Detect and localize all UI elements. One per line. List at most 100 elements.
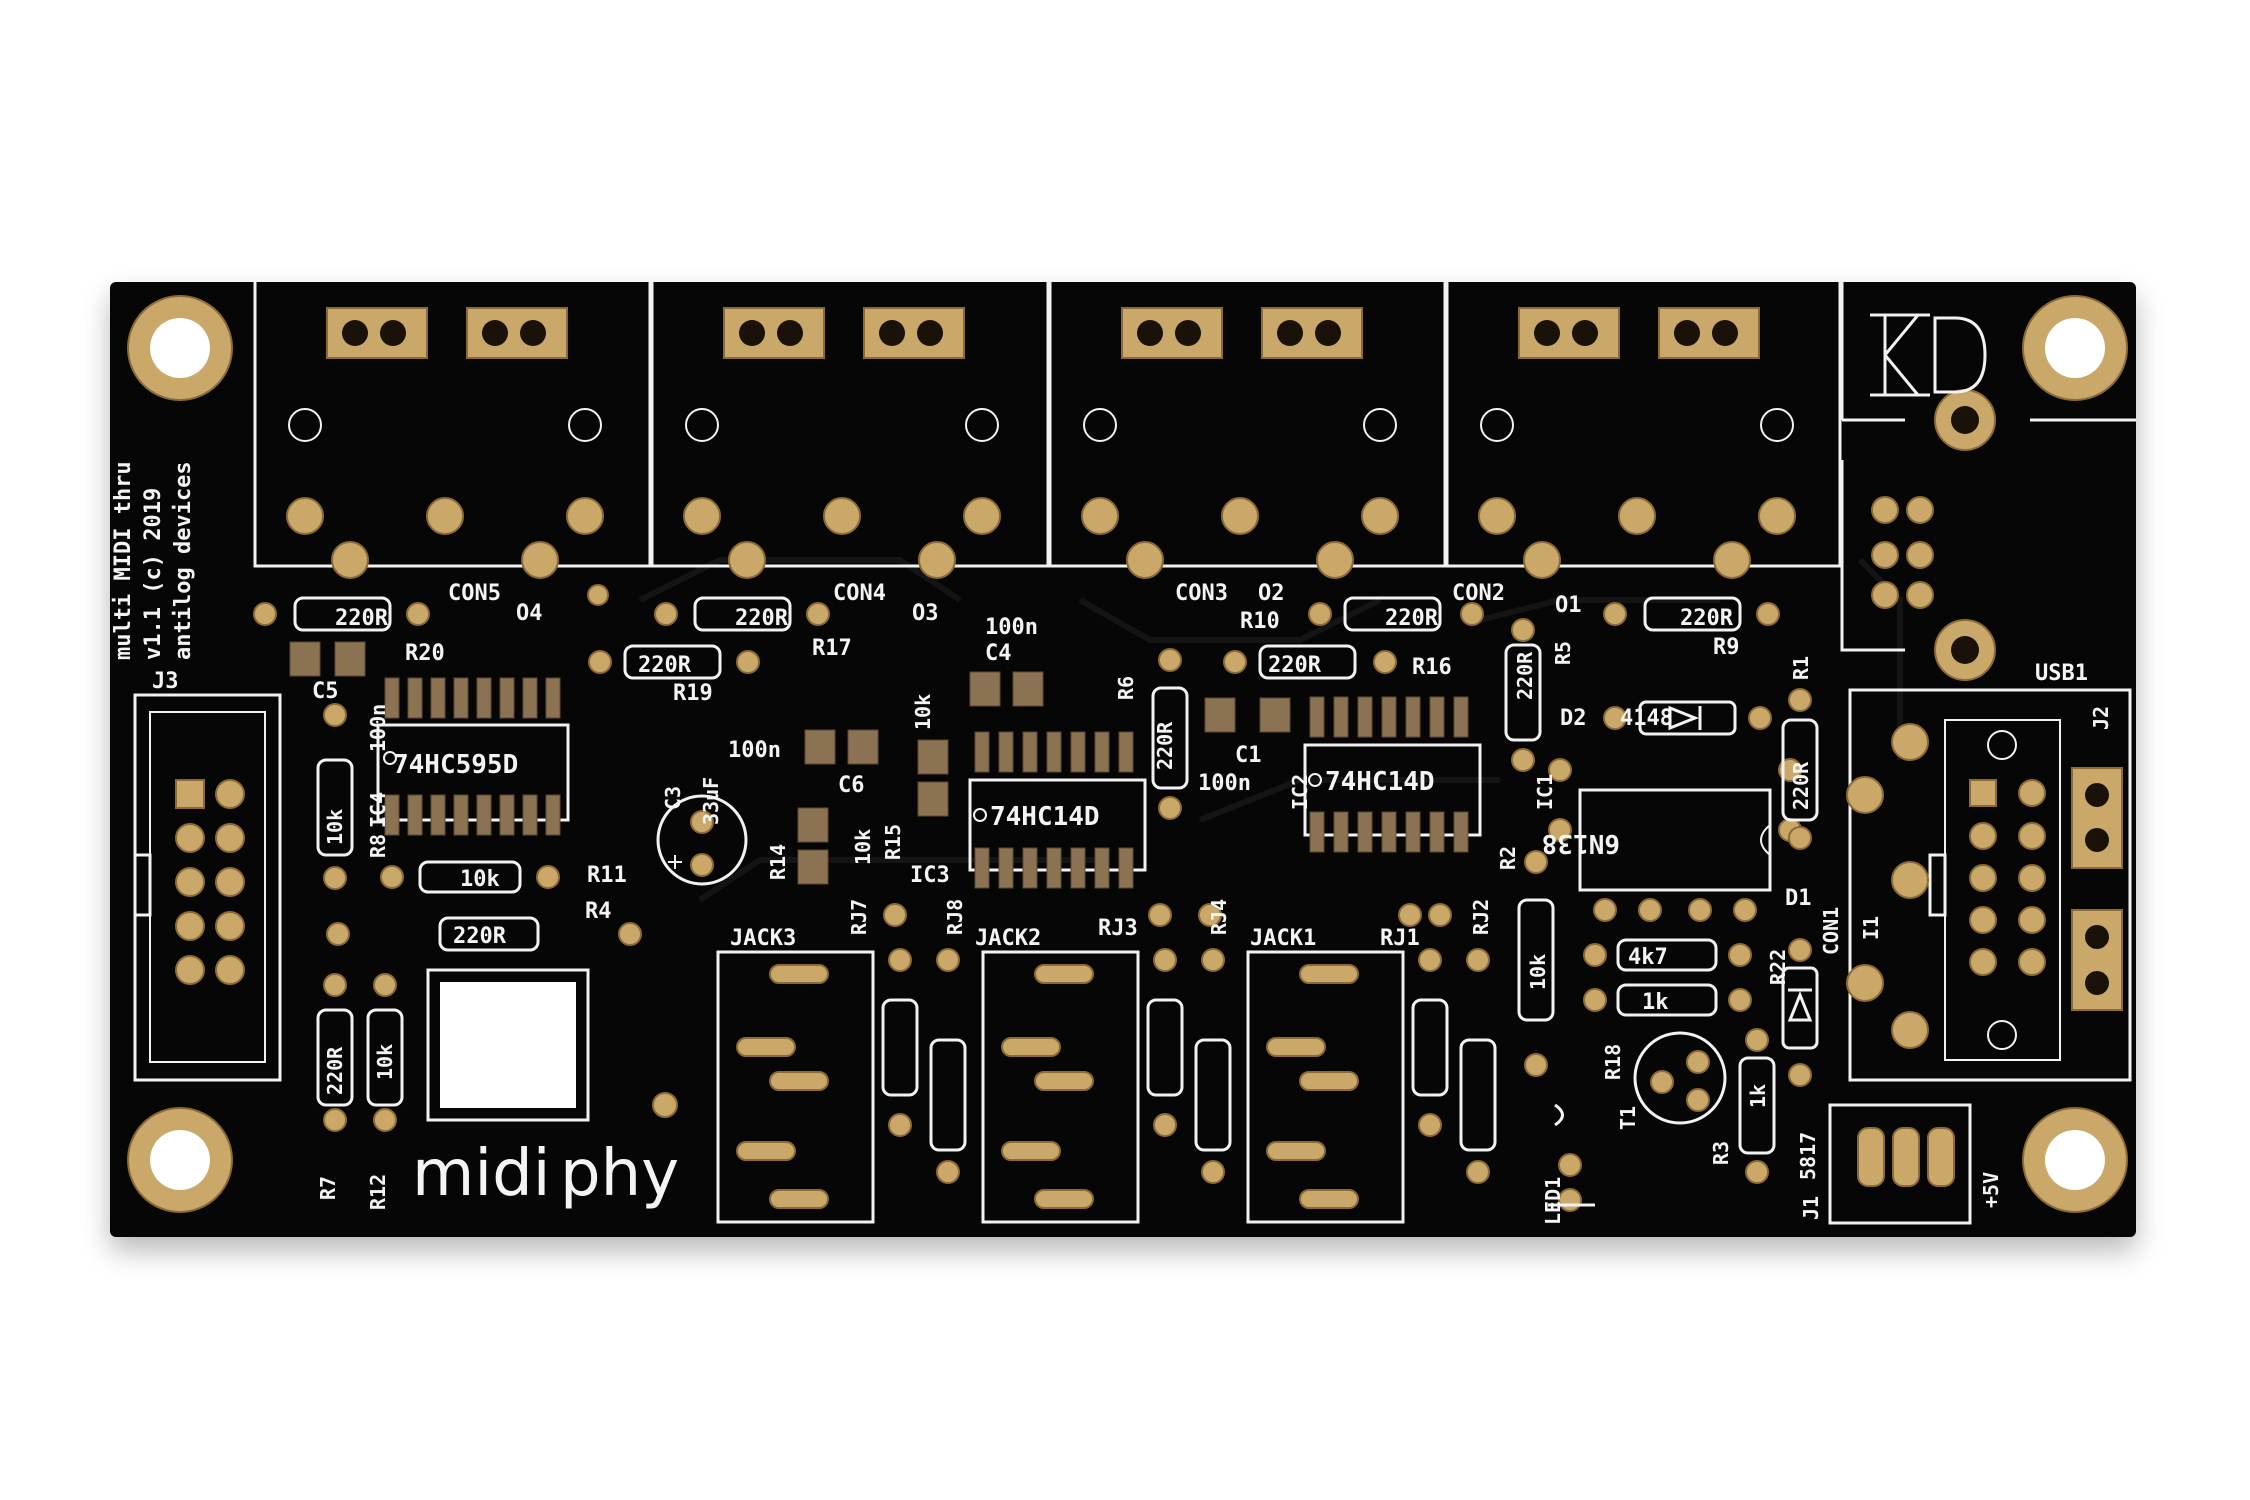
con2-pads xyxy=(1478,307,1796,579)
label-r16: R16 xyxy=(1412,655,1452,680)
label-usb1: USB1 xyxy=(2035,661,2088,686)
con4-pads xyxy=(683,307,1001,579)
label-c3: C3 xyxy=(661,786,685,810)
d1-diode xyxy=(1781,938,1819,1087)
label-rj8: RJ8 xyxy=(943,899,967,935)
label-220r-6: 220R xyxy=(1268,653,1322,678)
mounting-hole-bottom-right xyxy=(2022,1107,2128,1213)
resistors-horizontal xyxy=(253,596,1780,1017)
label-rj4: RJ4 xyxy=(1207,899,1231,935)
jack1 xyxy=(1246,950,1405,1224)
usb1-footprint xyxy=(1840,282,2136,681)
credit-line-2: v1.1 (c) 2019 xyxy=(141,488,166,660)
din-connector-outlines xyxy=(253,282,1842,568)
label-10k-1: 10k xyxy=(460,867,500,892)
label-220r-r6: 220R xyxy=(1153,721,1177,770)
label-6n138: 6N138 xyxy=(1542,828,1620,858)
led1 xyxy=(1548,1103,1595,1212)
label-r14: R14 xyxy=(766,844,790,880)
label-220r-3: 220R xyxy=(1385,606,1439,631)
mounting-hole-top-left xyxy=(127,295,233,401)
label-r20: R20 xyxy=(405,641,445,666)
label-74hc14d-left: 74HC14D xyxy=(990,802,1100,832)
label-10k-r12: 10k xyxy=(373,1044,397,1080)
j2-header xyxy=(1846,688,2132,1082)
label-1k: 1k xyxy=(1642,990,1669,1015)
label-j1: J1 xyxy=(1799,1196,1823,1220)
label-t1: T1 xyxy=(1616,1106,1640,1130)
label-con4: CON4 xyxy=(833,581,886,606)
label-r9: R9 xyxy=(1713,635,1740,660)
label-d2: D2 xyxy=(1560,706,1587,731)
label-r2: R2 xyxy=(1496,846,1520,870)
label-r8: R8 xyxy=(366,834,390,858)
diodes xyxy=(1603,700,1819,1087)
label-c5: C5 xyxy=(312,679,339,704)
label-r6: R6 xyxy=(1114,676,1138,700)
label-220r-r7: 220R xyxy=(323,1046,347,1095)
label-ic3: IC3 xyxy=(910,863,950,888)
label-jack3: JACK3 xyxy=(730,926,796,951)
credit-text: multi MIDI thru v1.1 (c) 2019 antilog de… xyxy=(111,461,196,660)
credit-line-3: antilog devices xyxy=(171,461,196,660)
label-rj2: RJ2 xyxy=(1469,899,1493,935)
label-74hc595d: 74HC595D xyxy=(393,750,518,780)
label-o2: O2 xyxy=(1258,581,1285,606)
label-220r-4: 220R xyxy=(1680,606,1734,631)
con5-pads xyxy=(286,307,604,579)
ic3-74hc14d xyxy=(968,731,1147,889)
label-220r-r5: 220R xyxy=(1513,651,1537,700)
j1-header xyxy=(1828,1103,1972,1225)
label-10k-r2: 10k xyxy=(1526,954,1550,990)
label-ic2: IC2 xyxy=(1288,774,1312,810)
label-r5: R5 xyxy=(1551,641,1575,665)
label-220r-7: 220R xyxy=(453,924,507,949)
label-con5: CON5 xyxy=(448,581,501,606)
label-r18: R18 xyxy=(1601,1044,1625,1080)
label-100n-c6: 100n xyxy=(728,738,781,763)
label-con2: CON2 xyxy=(1452,581,1505,606)
label-1k-r3: 1k xyxy=(1746,1084,1770,1108)
label-100n-c1: 100n xyxy=(1198,771,1251,796)
label-10k-r8: 10k xyxy=(323,809,347,845)
label-r3: R3 xyxy=(1709,1141,1733,1165)
label-r11: R11 xyxy=(587,863,627,888)
label-r17: R17 xyxy=(812,636,852,661)
brand-phy: phy xyxy=(560,1137,679,1211)
c3-capacitor xyxy=(656,794,748,886)
mounting-hole-top-right xyxy=(2022,295,2128,401)
label-r12: R12 xyxy=(366,1174,390,1210)
label-j2: J2 xyxy=(2089,706,2113,730)
label-74hc14d-right: 74HC14D xyxy=(1325,767,1435,797)
ic1-6n138 xyxy=(1548,758,1802,922)
label-r22: R22 xyxy=(1766,949,1790,985)
label-4148: 4148 xyxy=(1620,706,1673,731)
label-220r-r1: 220R xyxy=(1789,761,1813,810)
label-j3: J3 xyxy=(152,669,179,694)
label-r7: R7 xyxy=(316,1176,340,1200)
label-33uf: 33uF xyxy=(699,777,723,825)
mounting-hole-bottom-left xyxy=(127,1107,233,1213)
label-100n-c4: 100n xyxy=(985,615,1038,640)
label-4k7: 4k7 xyxy=(1628,945,1668,970)
label-100n-c5: 100n xyxy=(366,704,390,752)
label-r10: R10 xyxy=(1240,609,1280,634)
label-10k-r15: 10k xyxy=(851,829,875,865)
credit-line-1: multi MIDI thru xyxy=(111,461,136,660)
con3-pads xyxy=(1081,307,1399,579)
label-5817: 5817 xyxy=(1796,1132,1820,1180)
ic2-74hc14d xyxy=(1303,696,1482,853)
label-jack1: JACK1 xyxy=(1250,926,1316,951)
label-o1: O1 xyxy=(1555,593,1582,618)
cutout-window xyxy=(426,968,678,1122)
label-con1: CON1 xyxy=(1819,907,1843,955)
misc-pads xyxy=(587,584,1452,927)
jack3 xyxy=(716,950,875,1224)
label-jack2: JACK2 xyxy=(975,926,1041,951)
label-o4: O4 xyxy=(516,601,543,626)
j3-header xyxy=(133,693,282,1082)
label-rj3: RJ3 xyxy=(1098,916,1138,941)
label-rj1: RJ1 xyxy=(1380,926,1420,951)
